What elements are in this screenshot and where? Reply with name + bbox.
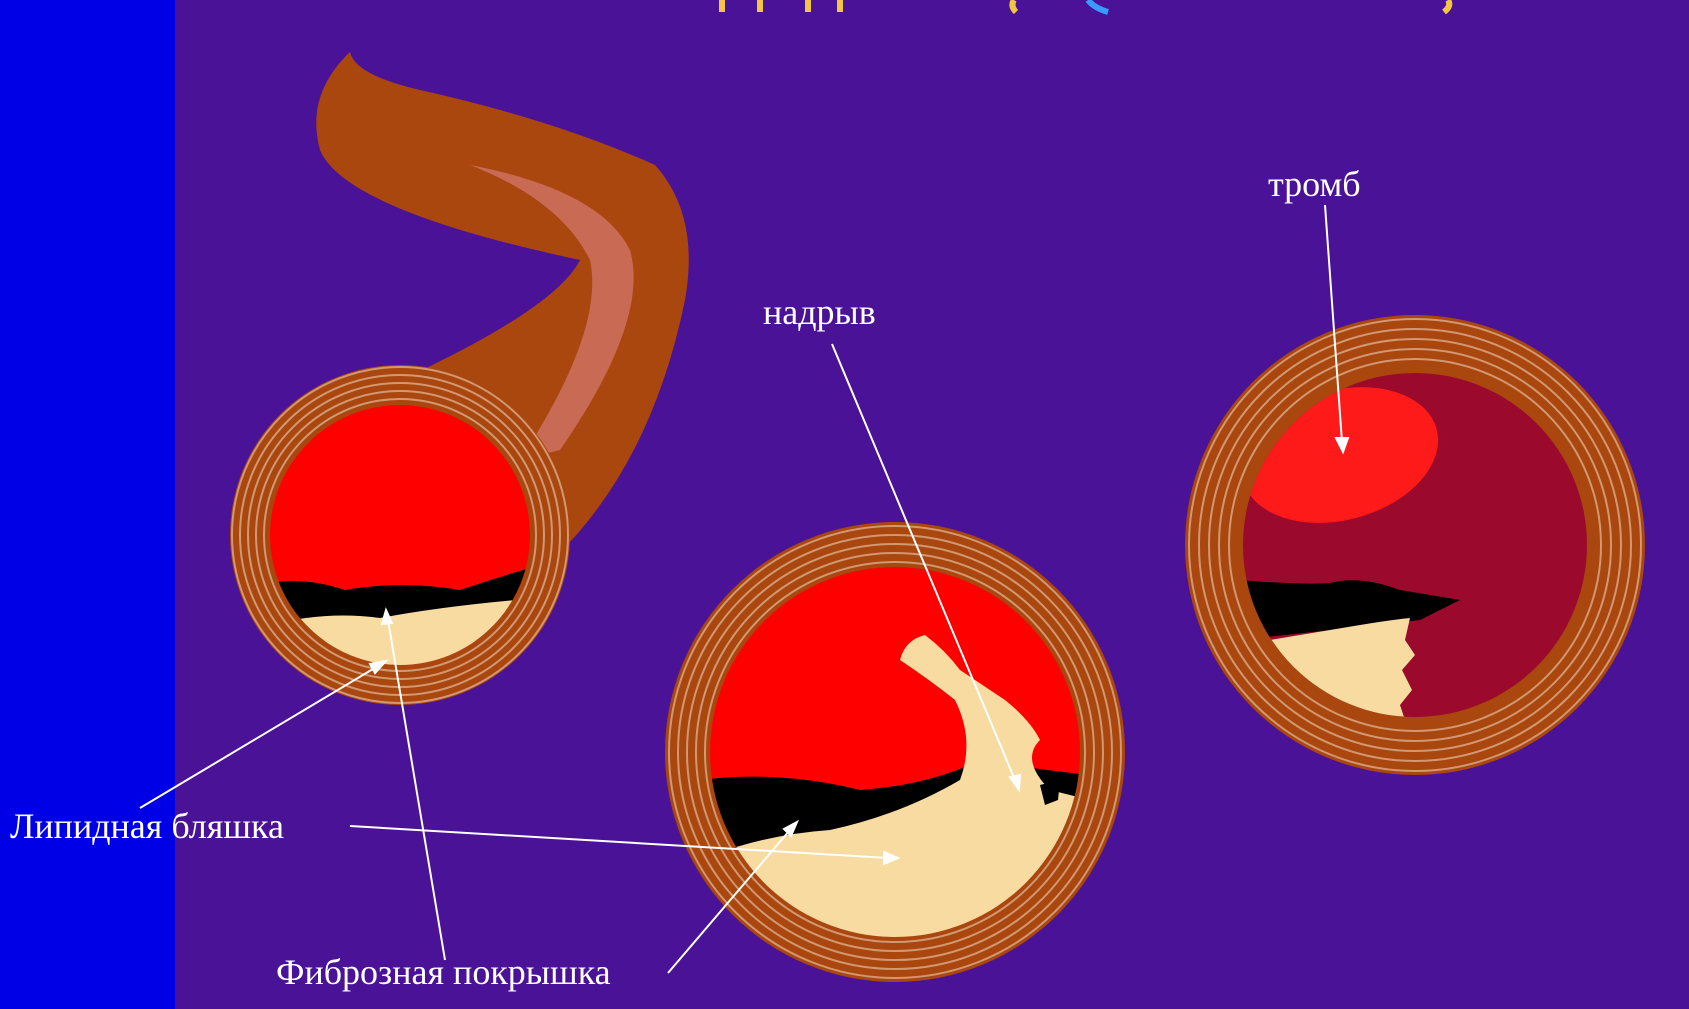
label-fibrous-cap: Фиброзная покрышка [276, 952, 611, 992]
cross-section-thrombus [1185, 315, 1645, 775]
cross-section-ruptured-plaque [665, 522, 1125, 982]
label-lipid-plaque: Липидная бляшка [10, 806, 284, 846]
cross-section-stable-plaque [230, 365, 570, 705]
label-rupture: надрыв [763, 292, 876, 332]
label-thrombus: тромб [1268, 164, 1361, 204]
left-band [0, 0, 175, 1009]
